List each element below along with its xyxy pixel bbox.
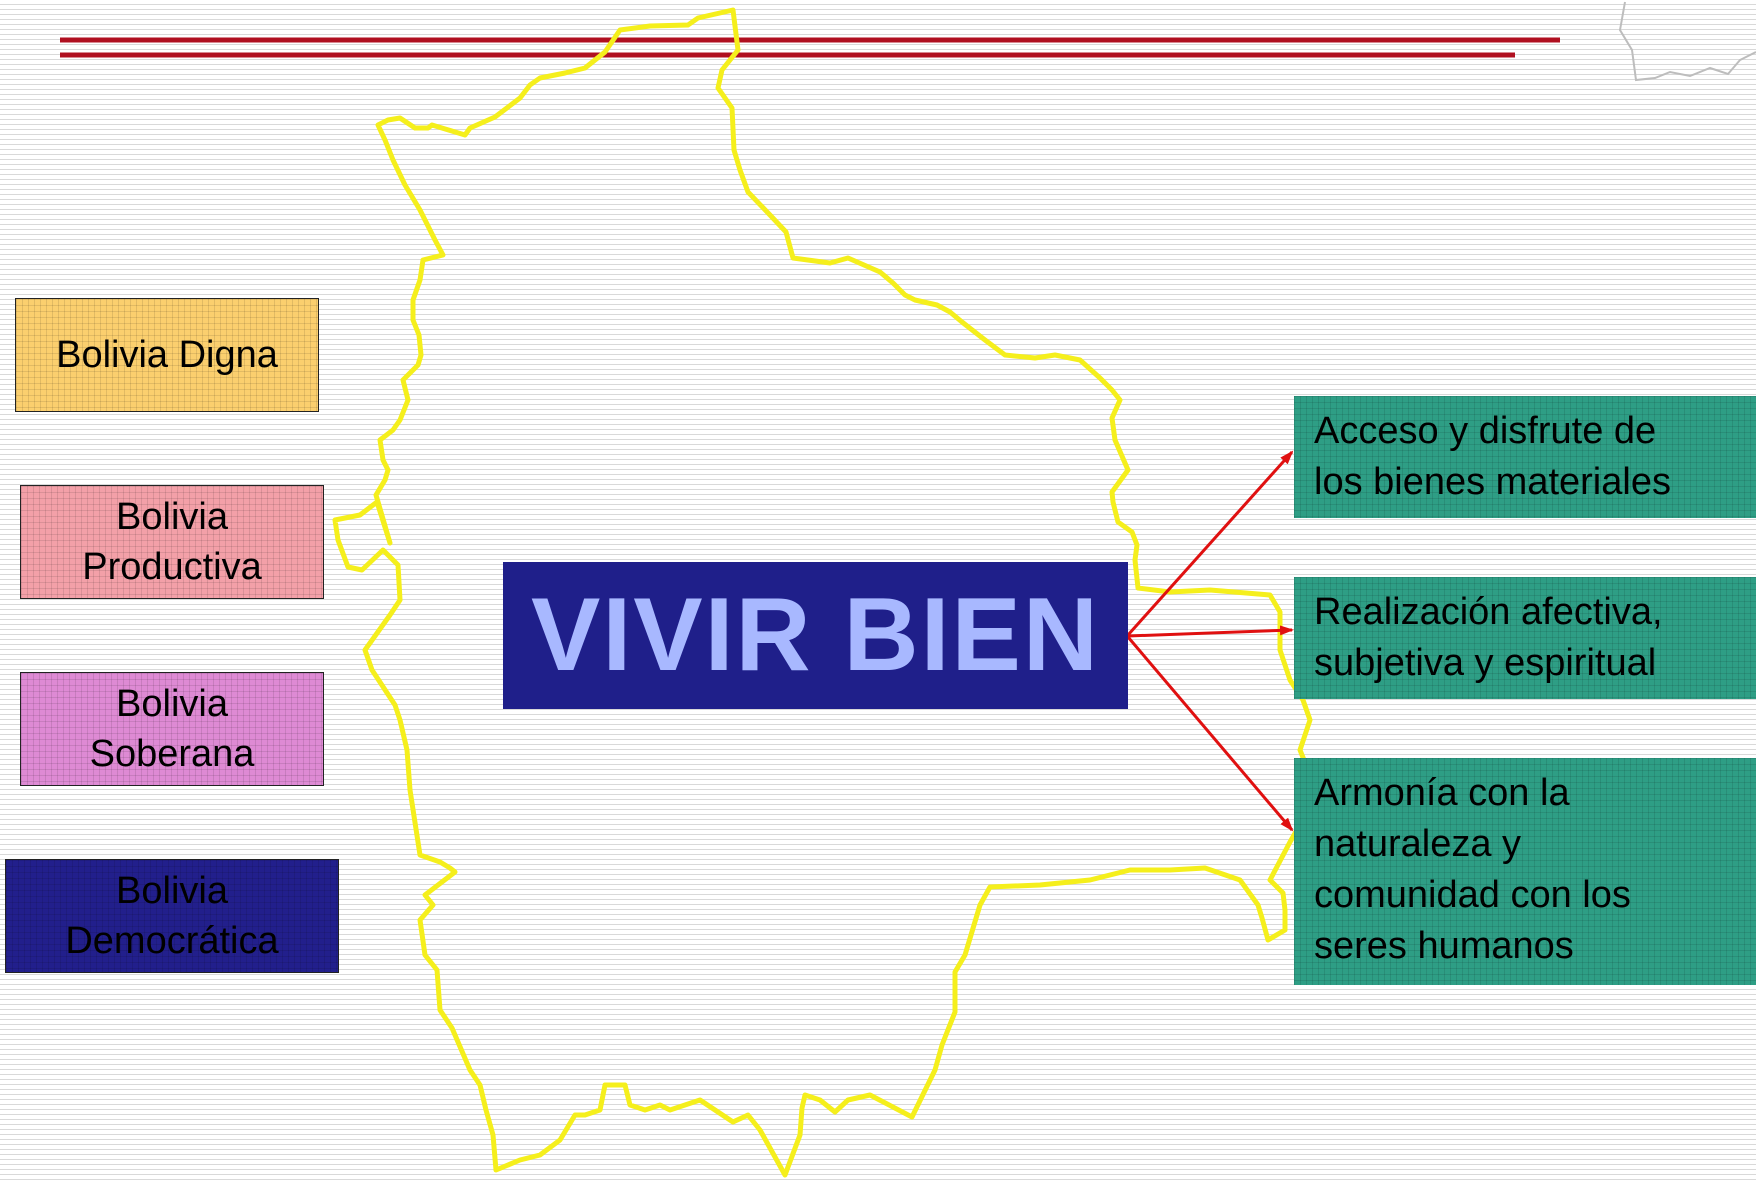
pillar-bolivia-digna: Bolivia Digna	[15, 298, 319, 412]
outcome-acceso-bienes-line-2: los bienes materiales	[1314, 461, 1671, 503]
outcome-acceso-bienes-line-1: Acceso y disfrute de	[1314, 410, 1657, 452]
outcome-armonia-naturaleza-line-2: naturaleza y	[1314, 823, 1522, 865]
vivir-bien-box: VIVIR BIEN	[503, 562, 1128, 709]
outcome-realizacion-afectiva: Realización afectiva, subjetiva y espiri…	[1294, 577, 1756, 699]
outcome-armonia-naturaleza-line-4: seres humanos	[1314, 925, 1574, 967]
pillar-bolivia-soberana-label-line-2: Soberana	[89, 733, 255, 775]
outcome-realizacion-afectiva-line-1: Realización afectiva,	[1314, 591, 1663, 633]
corner-map-icon	[1618, 1, 1756, 82]
vivir-bien-title: VIVIR BIEN	[531, 577, 1100, 693]
pillar-bolivia-soberana-label-line-1: Bolivia	[116, 683, 228, 725]
pillar-bolivia-digna-label-line-1: Bolivia Digna	[56, 334, 278, 376]
outcome-armonia-naturaleza-line-1: Armonía con la	[1314, 772, 1570, 814]
arrow-to-outcome-3	[1126, 636, 1294, 832]
outcome-armonia-naturaleza-line-3: comunidad con los	[1314, 874, 1631, 916]
outcome-realizacion-afectiva-line-2: subjetiva y espiritual	[1314, 642, 1657, 684]
bolivia-map-outline	[332, 7, 1323, 1178]
pillar-bolivia-productiva: Bolivia Productiva	[20, 485, 324, 599]
pillar-bolivia-soberana: Bolivia Soberana	[20, 672, 324, 786]
arrow-to-outcome-2	[1127, 625, 1294, 638]
pillar-bolivia-productiva-label-line-1: Bolivia	[116, 496, 228, 538]
pillar-bolivia-democratica: Bolivia Democrática	[5, 859, 339, 973]
outcome-armonia-naturaleza: Armonía con la naturaleza y comunidad co…	[1294, 758, 1756, 985]
arrow-to-outcome-1	[1126, 450, 1294, 637]
outcome-acceso-bienes: Acceso y disfrute de los bienes material…	[1294, 396, 1756, 518]
pillar-bolivia-productiva-label-line-2: Productiva	[82, 546, 262, 588]
pillar-bolivia-democratica-label-line-1: Bolivia	[116, 870, 228, 912]
pillar-bolivia-democratica-label-line-2: Democrática	[65, 920, 279, 962]
